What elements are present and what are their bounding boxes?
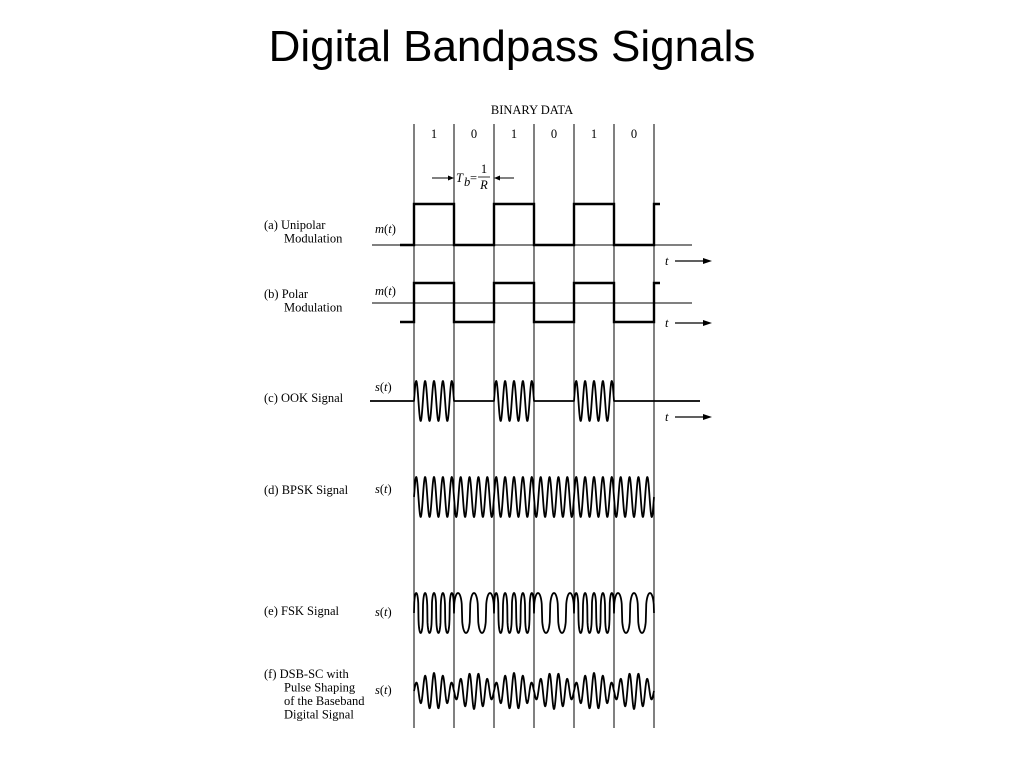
row-label-line: (b) Polar (264, 287, 309, 301)
baseband-waveform (400, 281, 660, 324)
bit-labels: 1 0 1 0 1 0 (431, 127, 637, 141)
signal-name-arg: t (388, 284, 392, 298)
tb-arrowhead-right (494, 175, 500, 181)
row-label-line: Digital Signal (284, 708, 354, 722)
signal-name-open: ( (384, 284, 388, 298)
signal-row-e: (e) FSK Signal s(t) (264, 592, 655, 634)
row-label: (c) OOK Signal (264, 391, 344, 405)
row-label-line: (d) BPSK Signal (264, 483, 349, 497)
bit-label: 0 (631, 127, 637, 141)
signal-row-c: (c) OOK Signals(t)t (264, 380, 712, 424)
signal-name-close: ) (388, 683, 392, 697)
modulated-waveform (413, 672, 655, 710)
row-label: (d) BPSK Signal (264, 483, 349, 497)
bit-label: 1 (511, 127, 517, 141)
signal-name-arg: t (384, 683, 388, 697)
signal-name-close: ) (392, 222, 396, 236)
row-label-line: Pulse Shaping (284, 681, 356, 695)
signal-name-open: ( (380, 605, 384, 619)
tb-subscript: b (464, 175, 470, 189)
signal-name-close: ) (388, 482, 392, 496)
bit-label: 1 (431, 127, 437, 141)
modulated-waveform (413, 476, 655, 518)
time-axis-label: t (665, 316, 669, 330)
row-label-line: Modulation (284, 232, 343, 246)
signal-row-d: (d) BPSK Signal s(t) (264, 476, 655, 518)
signal-name: m(t) (375, 222, 396, 236)
signal-name-arg: t (384, 605, 388, 619)
signal-name-arg: t (384, 482, 388, 496)
row-label-line: Modulation (284, 301, 343, 315)
tb-numerator: 1 (481, 162, 487, 176)
signal-name: s(t) (375, 605, 392, 619)
signal-name: m(t) (375, 284, 396, 298)
signal-name-close: ) (392, 284, 396, 298)
row-label-line: (f) DSB-SC with (264, 667, 349, 681)
time-axis-label: t (665, 254, 669, 268)
signal-name-symbol: s (375, 380, 380, 394)
signal-name-close: ) (388, 380, 392, 394)
signal-name-symbol: m (375, 222, 384, 236)
tb-denominator: R (479, 178, 488, 192)
signal-name-open: ( (380, 380, 384, 394)
tb-equals: = (470, 171, 477, 185)
bit-label: 0 (551, 127, 557, 141)
modulated-waveform (413, 592, 655, 634)
time-axis-arrowhead (703, 320, 712, 326)
signal-name-symbol: s (375, 605, 380, 619)
signal-name-arg: t (388, 222, 392, 236)
modulated-waveform (370, 380, 700, 422)
signal-name: s(t) (375, 482, 392, 496)
signal-name-open: ( (384, 222, 388, 236)
row-label-line: (a) Unipolar (264, 218, 326, 232)
signal-name-arg: t (384, 380, 388, 394)
row-label-line: (c) OOK Signal (264, 391, 344, 405)
page-title: Digital Bandpass Signals (268, 22, 756, 71)
row-label-line: of the Baseband (284, 694, 365, 708)
time-axis-label: t (665, 410, 669, 424)
signal-name: s(t) (375, 380, 392, 394)
bit-label: 1 (591, 127, 597, 141)
binary-data-header: BINARY DATA (491, 103, 573, 117)
signal-name-symbol: m (375, 284, 384, 298)
signal-name-open: ( (380, 683, 384, 697)
row-label-line: (e) FSK Signal (264, 604, 340, 618)
signal-name-close: ) (388, 605, 392, 619)
baseband-waveform (400, 202, 660, 247)
time-axis-arrowhead (703, 414, 712, 420)
signal-name-symbol: s (375, 482, 380, 496)
row-label: (e) FSK Signal (264, 604, 340, 618)
time-axis-arrowhead (703, 258, 712, 264)
signal-name-open: ( (380, 482, 384, 496)
tb-symbol: T (456, 171, 464, 185)
signal-name: s(t) (375, 683, 392, 697)
tb-arrowhead-left (448, 175, 454, 181)
bit-label: 0 (471, 127, 477, 141)
signal-name-symbol: s (375, 683, 380, 697)
